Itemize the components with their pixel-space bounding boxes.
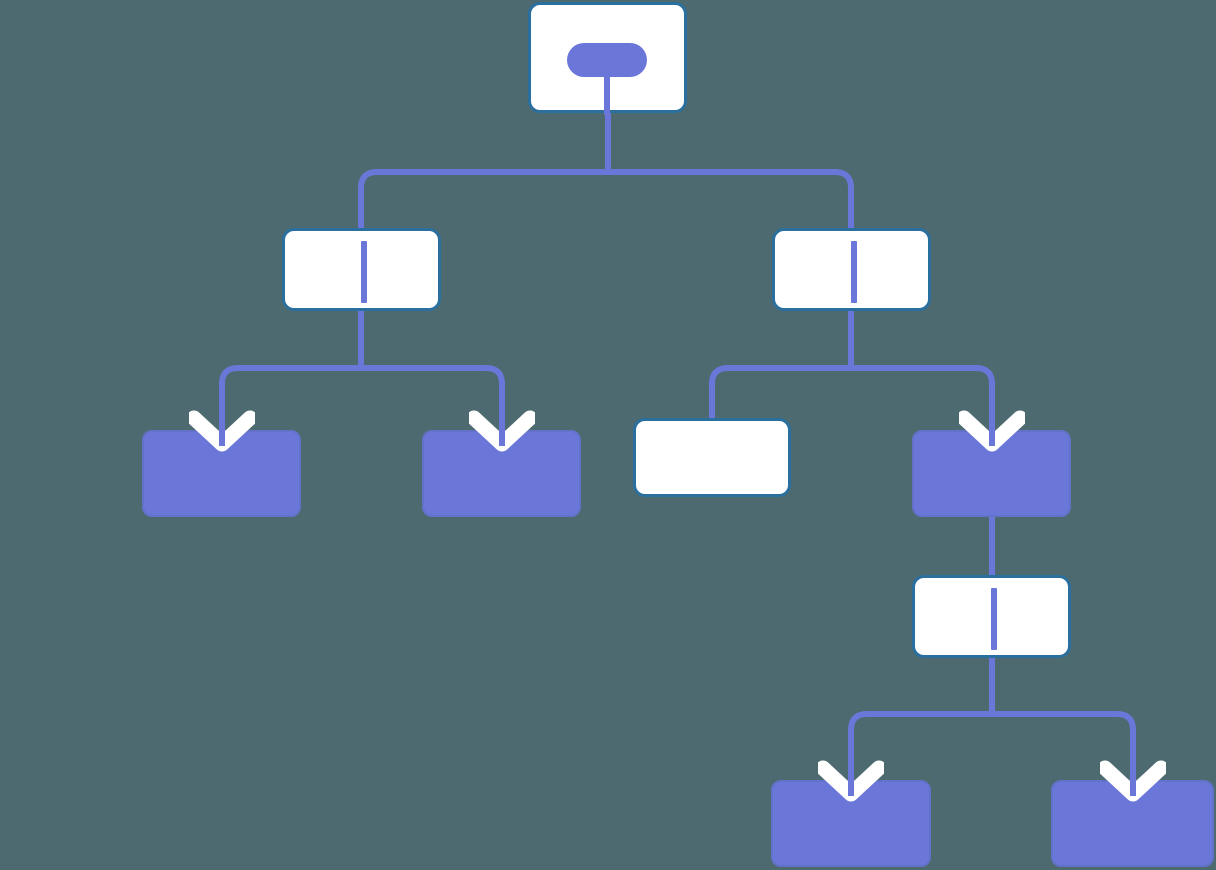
node-branch-right[interactable]: [772, 228, 931, 311]
node-leaf-5[interactable]: [1051, 780, 1214, 867]
edge-n2-n5: [709, 365, 851, 420]
branch-left-inner-line: [361, 241, 367, 303]
branch-lower-inner-line: [991, 588, 997, 650]
node-leaf-3[interactable]: [912, 430, 1071, 517]
edge-n0-n2: [608, 169, 854, 228]
edge-n0-n1: [358, 169, 608, 228]
branch-right-inner-line: [851, 241, 857, 303]
node-leaf-4[interactable]: [771, 780, 931, 867]
node-leaf-2[interactable]: [422, 430, 581, 517]
node-leaf-1[interactable]: [142, 430, 301, 517]
root-pill-glyph: [567, 43, 647, 77]
node-root[interactable]: [528, 2, 687, 115]
node-branch-lower[interactable]: [912, 575, 1071, 658]
root-pill-stem: [604, 75, 610, 115]
node-branch-left[interactable]: [282, 228, 441, 311]
node-terminal-empty[interactable]: [633, 418, 791, 497]
